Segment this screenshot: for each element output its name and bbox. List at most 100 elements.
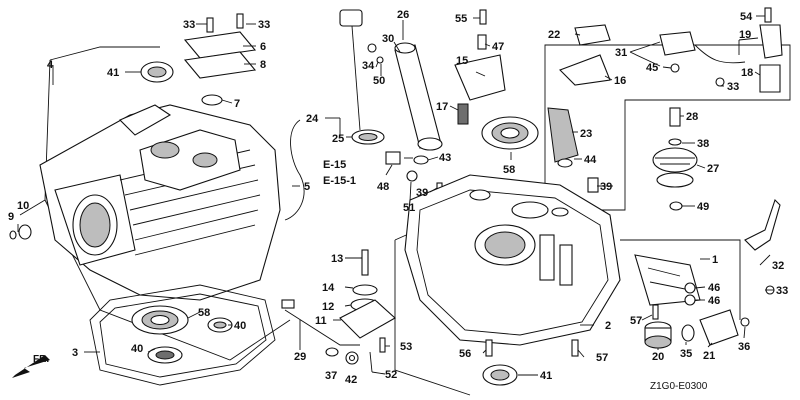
bolt	[740, 317, 750, 327]
o-ring	[684, 282, 696, 294]
bearing	[131, 305, 189, 335]
callout-16: 16	[614, 75, 626, 87]
callout-46: 46	[708, 295, 720, 307]
bolt	[764, 7, 772, 23]
front-label: FR.	[33, 354, 49, 365]
oil-screen	[547, 107, 579, 163]
callout-12: 12	[322, 301, 334, 313]
gasket-inner	[99, 293, 267, 378]
filter-group-outline	[620, 239, 741, 320]
switch-mount	[759, 64, 781, 93]
breather-cover	[183, 31, 257, 59]
oil-seal	[147, 346, 183, 364]
washer	[376, 56, 384, 64]
callout-41: 41	[540, 370, 552, 382]
callout-57: 57	[596, 352, 608, 364]
callout-48: 48	[377, 181, 389, 193]
gasket	[89, 284, 276, 386]
governor-shaft	[361, 249, 369, 276]
callout-5: 5	[304, 181, 310, 193]
callout-34: 34	[362, 60, 375, 72]
oil-guide-plate	[454, 54, 506, 101]
callout-23: 23	[580, 128, 592, 140]
callout-9: 9	[8, 211, 14, 223]
o-ring	[684, 294, 696, 306]
governor-pin	[669, 107, 681, 127]
seal-plate	[457, 103, 469, 125]
callout-labels: 33 33 6 8 41 7 4 5 9 10 3 58 40 40 24 25…	[8, 9, 788, 392]
callout-29: 29	[294, 351, 306, 363]
callout-33: 33	[727, 81, 739, 93]
bolt	[367, 43, 377, 53]
callout-33: 33	[183, 19, 195, 31]
callout-22: 22	[548, 29, 560, 41]
callout-41: 41	[107, 67, 119, 79]
callout-33: 33	[776, 285, 788, 297]
callout-42: 42	[345, 374, 357, 386]
drain-plug	[385, 151, 401, 165]
dowel-pin	[9, 230, 17, 240]
callout-30: 30	[382, 33, 394, 45]
cotter-pin	[369, 351, 373, 373]
callout-3: 3	[72, 347, 78, 359]
callout-58: 58	[503, 164, 515, 176]
rod-holder	[281, 299, 295, 309]
o-ring	[406, 170, 418, 182]
washer	[670, 63, 680, 73]
dipstick	[339, 9, 385, 145]
governor-gear	[652, 147, 698, 188]
filter-housing-detail	[647, 267, 691, 291]
callout-35: 35	[680, 348, 692, 360]
washer	[669, 201, 683, 211]
callout-27: 27	[707, 163, 719, 175]
governor-holder	[339, 299, 396, 339]
bolt	[479, 9, 487, 25]
callout-52: 52	[385, 369, 397, 381]
callout-32: 32	[772, 260, 784, 272]
callout-18: 18	[741, 67, 753, 79]
callout-7: 7	[234, 98, 240, 110]
callout-10: 10	[17, 200, 29, 212]
callout-51: 51	[403, 202, 415, 214]
callout-53: 53	[400, 341, 412, 353]
oil-filler-tube	[394, 42, 443, 151]
callout-43: 43	[439, 152, 451, 164]
oil-seal	[482, 364, 518, 386]
callout-13: 13	[331, 253, 343, 265]
filter-spacer	[681, 324, 695, 342]
callout-40: 40	[131, 343, 143, 355]
callout-2: 2	[605, 320, 611, 332]
oil-filter	[644, 321, 672, 349]
callout-40: 40	[234, 320, 246, 332]
callout-6: 6	[260, 41, 266, 53]
callout-25: 25	[332, 133, 344, 145]
cylinder-block	[39, 104, 281, 301]
callout-21: 21	[703, 350, 715, 362]
callout-54: 54	[740, 11, 753, 23]
callout-15: 15	[456, 55, 468, 67]
callout-56: 56	[459, 348, 471, 360]
switch-bracket	[759, 24, 783, 59]
callout-20: 20	[652, 351, 664, 363]
callout-39: 39	[416, 187, 428, 199]
switch-wire	[694, 44, 746, 64]
callout-57: 57	[630, 315, 642, 327]
governor-spacer	[587, 177, 599, 193]
bolt	[485, 339, 493, 357]
breather-plate	[201, 94, 223, 106]
dowel-pin	[477, 34, 487, 50]
governor-arm-bracket	[574, 24, 611, 46]
callout-44: 44	[584, 154, 597, 166]
callout-31: 31	[615, 47, 627, 59]
washer	[348, 354, 356, 362]
filter-base	[699, 309, 739, 346]
bolt	[715, 77, 725, 87]
callout-36: 36	[738, 341, 750, 353]
oil-alert-switch	[659, 31, 696, 56]
bearing	[481, 116, 539, 150]
callout-17: 17	[436, 101, 448, 113]
callout-38: 38	[697, 138, 709, 150]
callout-47: 47	[492, 41, 504, 53]
callout-50: 50	[373, 75, 385, 87]
